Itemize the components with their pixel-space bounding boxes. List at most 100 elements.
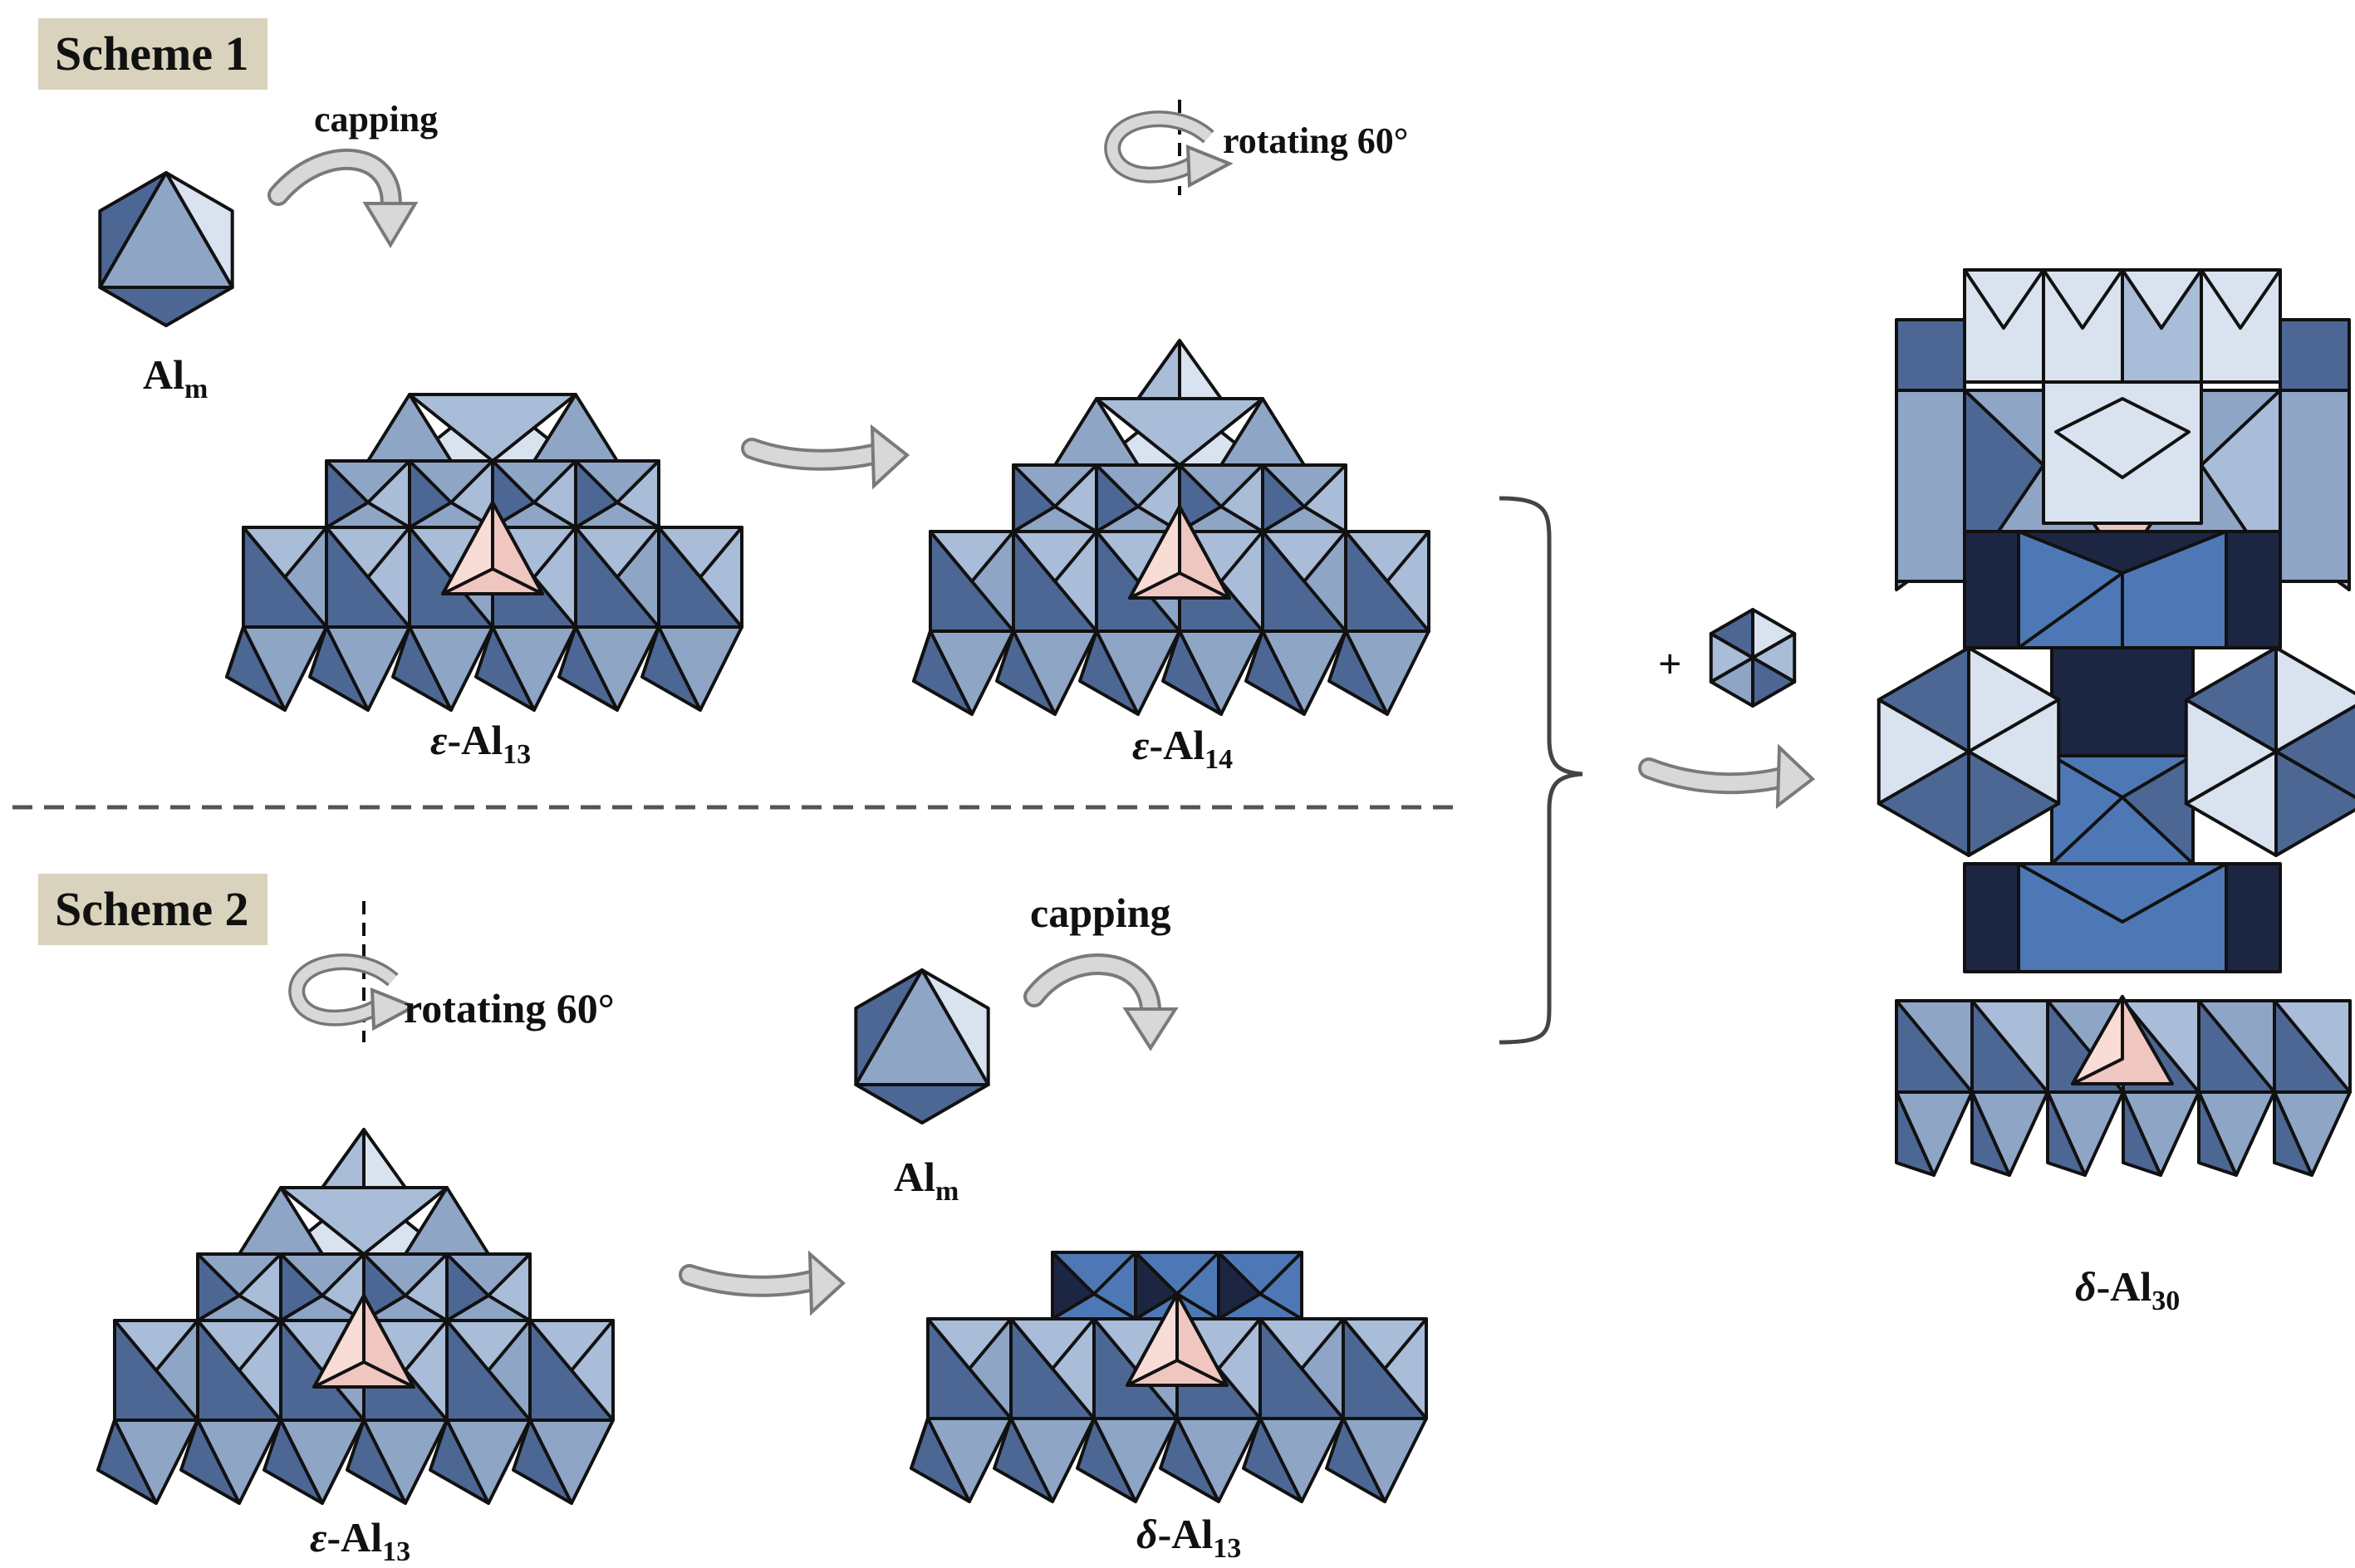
reaction-arrow-2 [679,1250,846,1316]
tetrahedron-face [362,1294,415,1389]
octahedron-face [574,459,619,529]
octahedron-face [1303,463,1347,533]
octahedron-face [995,630,1057,716]
eps-al13-label-top: ε-Al13 [430,717,532,770]
octahedron-face [1970,1090,2011,1177]
octahedron-face [1095,463,1140,533]
octahedron-face [2122,1090,2162,1177]
octahedron-face [2197,1090,2238,1177]
octahedron-face [2184,646,2278,753]
octahedron-face [854,968,990,1086]
eps-al13-label-bottom: ε-Al13 [310,1514,411,1567]
octahedron-face [179,1419,241,1505]
octahedron-face [1012,463,1057,533]
eps-al14-cluster [912,339,1430,716]
octahedron-face [1261,463,1306,533]
octahedron-face [445,1252,490,1322]
eps-al13-cluster-bottom [96,1128,615,1505]
octahedron-face [2054,397,2191,479]
extra-octahedron [1709,608,1797,708]
octahedron-face [238,1186,324,1256]
eps-al13-cluster-top [225,393,743,712]
octahedron-face [1219,397,1306,467]
octahedron-face [391,625,453,712]
octahedron-face [1895,1090,1936,1177]
octahedron-face [404,1186,490,1256]
octahedron-face [1161,630,1223,716]
octahedron-face [532,393,619,463]
octahedron-face [993,1417,1054,1503]
capping-label-2: capping [1030,889,1171,936]
delta-al30-label: δ-Al30 [2075,1263,2181,1316]
octahedron-face [1342,1317,1428,1370]
octahedron-face [2046,1090,2087,1177]
rotating-label-2: rotating 60° [404,985,615,1031]
octahedron-face [2050,754,2124,865]
octahedron-face [528,1319,615,1372]
arrow-body [1641,761,1793,791]
octahedron-face [366,393,453,463]
reaction-arrow-1 [741,424,910,490]
octahedron-face [1178,463,1223,533]
arrow-body [271,151,399,219]
capping-label-1: capping [314,99,439,140]
octahedron-face [1217,1251,1262,1321]
plus-sign: + [1658,640,1682,687]
octahedron-face [512,1419,573,1505]
arrow-head [807,1250,846,1316]
octahedron-face [2017,862,2228,924]
octahedron-face [2042,268,2124,330]
octahedron-face [2121,268,2203,330]
octahedron-face [98,171,234,289]
eps-al14-label: ε-Al14 [1132,722,1234,775]
tetrahedron-face [1175,1292,1229,1387]
rotation-arrow-fill [291,956,397,1024]
arrow-head [1122,1007,1179,1051]
rotation-arrow-head [1185,144,1234,189]
octahedron-face [262,1419,324,1505]
rotation-arrow-1 [1104,110,1234,189]
delta-al13-cluster [910,1251,1428,1503]
octahedron-face [325,459,370,529]
octahedron-face [429,1419,490,1505]
octahedron-face [616,459,660,529]
octahedron-face [1136,339,1181,400]
octahedron-face [1076,1417,1137,1503]
octahedron-face [1963,268,2045,330]
octahedron-face [474,625,536,712]
octahedron-face [346,1419,407,1505]
octahedron-face [657,526,743,579]
octahedron-face [98,286,234,327]
tetrahedron-face [1178,505,1231,600]
capping-arrow-1 [267,148,419,248]
rotation-arrow-fill [1106,113,1213,181]
octahedron-face [640,625,702,712]
octahedron-face [196,1252,241,1322]
arrow-body [744,441,888,468]
delta-al30-cluster [1877,268,2355,1177]
octahedron-face [929,530,1015,583]
arrow-head [1775,743,1816,810]
octahedron-face [1327,630,1389,716]
octahedron-face [2121,754,2195,865]
octahedron-face [557,625,619,712]
octahedron-face [926,1317,1013,1370]
al-m-octahedron-1 [98,171,234,327]
octahedron-face [113,1319,199,1372]
arrow-head [362,202,419,248]
octahedron-face [1325,1417,1386,1503]
scheme1-tag: Scheme 1 [38,18,267,90]
capping-arrow-2 [1023,953,1179,1051]
octahedron-face [408,393,577,463]
scheme2-tag: Scheme 2 [38,874,267,945]
al-m-label-2: Alm [894,1154,959,1207]
al-m-label-1: Alm [143,351,209,404]
octahedron-face [242,526,328,579]
octahedron-face [1159,1417,1220,1503]
octahedron-face [1877,646,1970,753]
octahedron-face [321,1128,366,1189]
octahedron-face [308,625,370,712]
delta-al13-label: δ-Al13 [1136,1511,1242,1564]
merge-bracket [1499,496,1583,1045]
octahedron-face [408,459,453,529]
